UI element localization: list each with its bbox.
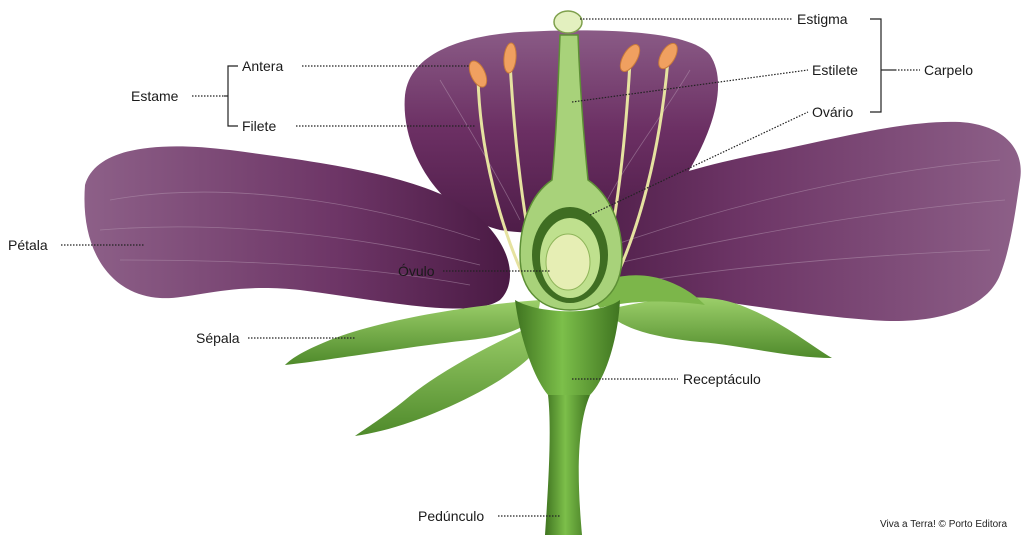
label-estilete: Estilete	[812, 62, 858, 78]
peduncle-shape	[545, 395, 590, 535]
label-estame: Estame	[131, 88, 178, 104]
credit-text: Viva a Terra! © Porto Editora	[880, 519, 1007, 530]
label-carpelo: Carpelo	[924, 62, 973, 78]
label-sepala: Sépala	[196, 330, 240, 346]
label-antera: Antera	[242, 58, 283, 74]
label-ovario: Ovário	[812, 104, 853, 120]
label-receptaculo: Receptáculo	[683, 371, 761, 387]
stigma-shape	[554, 11, 582, 33]
label-ovulo: Óvulo	[398, 263, 435, 279]
label-pedunculo: Pedúnculo	[418, 508, 484, 524]
ovule-shape	[546, 234, 590, 290]
receptacle-shape	[515, 300, 620, 395]
label-estigma: Estigma	[797, 11, 848, 27]
label-filete: Filete	[242, 118, 276, 134]
label-petala: Pétala	[8, 237, 48, 253]
